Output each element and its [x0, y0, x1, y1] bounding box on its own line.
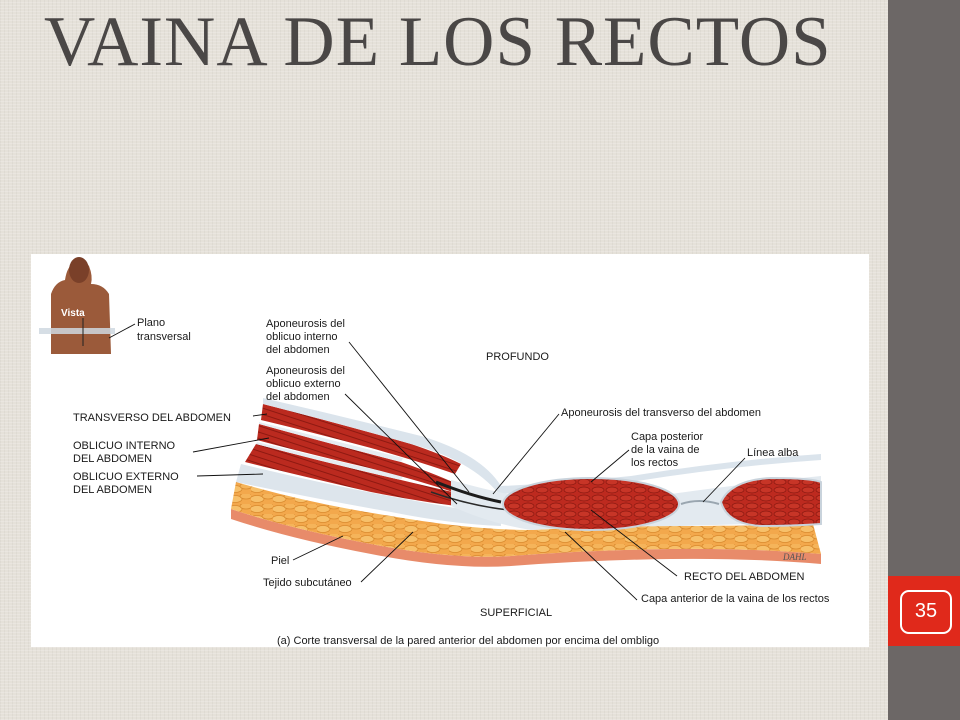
label-oblicuo-ext-2: DEL ABDOMEN — [73, 484, 152, 496]
label-capa-post-3: los rectos — [631, 457, 679, 469]
label-transversal: transversal — [137, 331, 191, 343]
slide-title: VAINA DE LOS RECTOS — [44, 3, 832, 81]
inset-tag: Vista — [61, 308, 85, 319]
label-capa-ant: Capa anterior de la vaina de los rectos — [641, 593, 830, 605]
label-apon-ext-2: oblicuo externo — [266, 378, 341, 390]
page-number-bracket — [900, 590, 952, 634]
label-linea-alba: Línea alba — [747, 447, 799, 459]
label-oblicuo-ext-1: OBLICUO EXTERNO — [73, 471, 179, 483]
label-oblicuo-int-2: DEL ABDOMEN — [73, 453, 152, 465]
label-tejido: Tejido subcutáneo — [263, 577, 352, 589]
label-apon-int-1: Aponeurosis del — [266, 318, 345, 330]
label-apon-ext-1: Aponeurosis del — [266, 365, 345, 377]
rectus-sheath-diagram: Vista Plano transversal — [33, 257, 830, 647]
page-number: 35 — [914, 600, 938, 622]
figure-caption: (a) Corte transversal de la pared anteri… — [277, 635, 659, 647]
leader-lines — [192, 341, 746, 601]
label-oblicuo-int-1: OBLICUO INTERNO — [73, 440, 176, 452]
label-apon-int-2: oblicuo interno — [266, 331, 338, 343]
torso-inset: Vista — [33, 257, 117, 356]
label-piel: Piel — [271, 555, 289, 567]
label-apon-ext-3: del abdomen — [266, 391, 330, 403]
label-apon-int-3: del abdomen — [266, 344, 330, 356]
label-capa-post-2: de la vaina de — [631, 444, 700, 456]
tissue-layers: DAHL — [231, 398, 822, 567]
label-transverso: TRANSVERSO DEL ABDOMEN — [73, 412, 231, 424]
label-capa-post-1: Capa posterior — [631, 431, 703, 443]
label-superficial: SUPERFICIAL — [480, 607, 552, 619]
label-apon-transverso: Aponeurosis del transverso del abdomen — [561, 407, 761, 419]
label-recto: RECTO DEL ABDOMEN — [684, 571, 804, 583]
label-plano: Plano — [137, 317, 165, 329]
artist-signature: DAHL — [782, 552, 807, 562]
anatomy-figure: Vista Plano transversal — [31, 254, 869, 647]
label-profundo: PROFUNDO — [486, 351, 549, 363]
